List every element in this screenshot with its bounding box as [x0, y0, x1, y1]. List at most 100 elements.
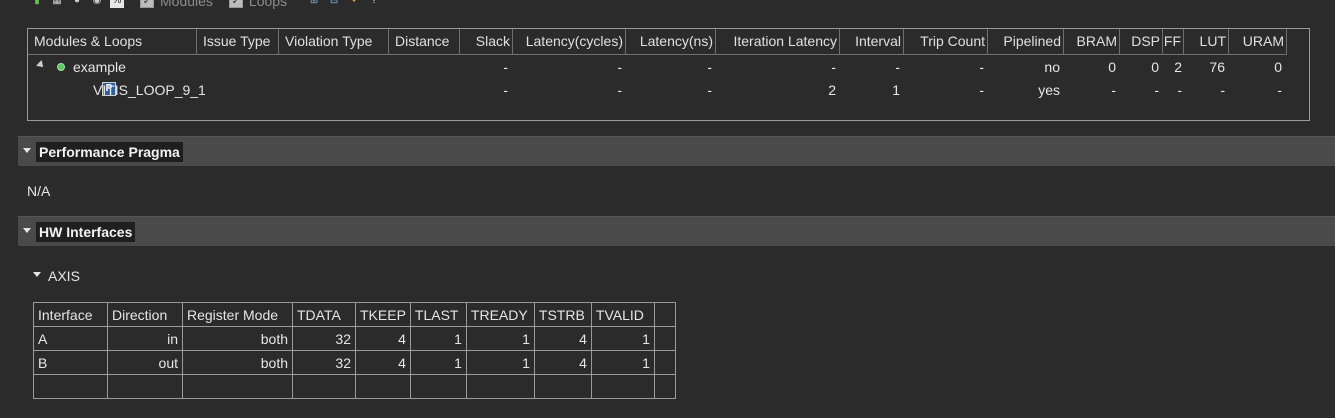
table-row[interactable]: example - - - - - - no 0 0 2 76 0 [28, 56, 1287, 78]
empty-cell [409, 374, 467, 399]
cell-register-mode: both [182, 350, 293, 375]
table-row[interactable]: B out both 32 4 1 1 4 1 [33, 350, 676, 375]
row-pipelined: yes [1038, 82, 1060, 98]
row-slack: - [503, 59, 508, 75]
empty-cell [355, 374, 411, 399]
collapse-arrow-icon[interactable] [23, 228, 31, 233]
hw-interfaces-title: HW Interfaces [36, 222, 136, 242]
filler-cell [653, 326, 676, 351]
header-distance[interactable]: Distance [389, 29, 460, 54]
row-trip-count: - [979, 82, 984, 98]
loops-checkbox[interactable]: ✓ [228, 0, 243, 8]
empty-cell [33, 374, 108, 399]
cell-interface: A [33, 326, 108, 351]
empty-cell [653, 374, 676, 399]
info-circle-icon[interactable]: ◉ [92, 0, 102, 6]
header-modules-loops[interactable]: Modules & Loops [28, 29, 197, 54]
row-latency-ns: - [707, 82, 712, 98]
table-header: Interface Direction Register Mode TDATA … [33, 302, 676, 327]
modules-checkbox[interactable]: ✓ [140, 0, 154, 8]
table-row[interactable]: P VITIS_LOOP_9_1 - - - 2 1 - yes - - - -… [28, 79, 1287, 101]
header-tkeep[interactable]: TKEEP [355, 302, 411, 327]
header-tstrb[interactable]: TSTRB [533, 302, 592, 327]
axis-subsection-title[interactable]: AXIS [48, 268, 80, 284]
cell-tstrb: 4 [533, 326, 592, 351]
header-interval[interactable]: Interval [840, 29, 904, 54]
cell-tready: 1 [465, 350, 535, 375]
collapse-all-icon[interactable]: ⊟ [329, 0, 339, 6]
highlight-icon[interactable]: ✦ [349, 0, 359, 6]
header-issue-type[interactable]: Issue Type [197, 29, 279, 54]
cell-tlast: 1 [409, 350, 467, 375]
cell-direction: out [107, 350, 183, 375]
row-dsp: 0 [1151, 59, 1159, 75]
expand-all-icon[interactable]: ⊞ [309, 0, 319, 6]
collapse-arrow-icon[interactable] [23, 148, 31, 153]
row-bram: 0 [1108, 59, 1116, 75]
cell-tlast: 1 [409, 326, 467, 351]
row-dsp: - [1154, 82, 1159, 98]
row-uram: - [1277, 82, 1282, 98]
tree-expand-icon[interactable] [36, 60, 46, 70]
pipeline-loop-icon: P [102, 82, 116, 96]
percent-icon[interactable]: % [110, 0, 124, 8]
header-latency-cycles[interactable]: Latency(cycles) [513, 29, 626, 54]
row-ff: - [1177, 82, 1182, 98]
header-ff[interactable]: FF [1163, 29, 1184, 54]
row-slack: - [503, 82, 508, 98]
header-tready[interactable]: TREADY [465, 302, 535, 327]
cell-tvalid: 1 [590, 326, 655, 351]
cell-tdata: 32 [292, 326, 356, 351]
cell-tkeep: 4 [355, 326, 411, 351]
row-latency-cycles: - [617, 82, 622, 98]
row-name: example [73, 59, 126, 75]
header-register-mode[interactable]: Register Mode [182, 302, 293, 327]
table-row[interactable]: A in both 32 4 1 1 4 1 [33, 326, 676, 351]
empty-cell [107, 374, 183, 399]
profile-icon[interactable]: ● [73, 0, 81, 6]
header-interface[interactable]: Interface [33, 302, 108, 327]
row-latency-ns: - [707, 59, 712, 75]
table-row-empty[interactable] [33, 374, 676, 399]
header-tvalid[interactable]: TVALID [590, 302, 655, 327]
header-pipelined[interactable]: Pipelined [988, 29, 1064, 54]
header-dsp[interactable]: DSP [1120, 29, 1163, 54]
schedule-icon[interactable]: ▦ [52, 0, 62, 6]
header-direction[interactable]: Direction [107, 302, 183, 327]
cell-tstrb: 4 [533, 350, 592, 375]
hw-interfaces-section-header[interactable]: HW Interfaces [18, 216, 1335, 246]
header-trip-count[interactable]: Trip Count [904, 29, 988, 54]
modules-loops-table: Modules & Loops Issue Type Violation Typ… [27, 28, 1310, 121]
module-icon [57, 63, 65, 71]
filler-cell [653, 350, 676, 375]
axis-interface-table: Interface Direction Register Mode TDATA … [33, 302, 676, 399]
help-icon[interactable]: ? [371, 0, 377, 6]
row-interval: 1 [892, 82, 900, 98]
table-header: Modules & Loops Issue Type Violation Typ… [28, 29, 1287, 55]
header-tdata[interactable]: TDATA [292, 302, 356, 327]
cell-register-mode: both [182, 326, 293, 351]
empty-cell [590, 374, 655, 399]
header-tlast[interactable]: TLAST [409, 302, 467, 327]
row-latency-cycles: - [617, 59, 622, 75]
cell-tkeep: 4 [355, 350, 411, 375]
row-iteration-latency: - [831, 59, 836, 75]
header-uram[interactable]: URAM [1229, 29, 1287, 54]
modules-label: Modules [160, 0, 213, 9]
header-iteration-latency[interactable]: Iteration Latency [716, 29, 840, 54]
empty-cell [533, 374, 592, 399]
row-trip-count: - [979, 59, 984, 75]
empty-cell [465, 374, 535, 399]
performance-pragma-section-header[interactable]: Performance Pragma [18, 136, 1335, 166]
header-latency-ns[interactable]: Latency(ns) [626, 29, 716, 54]
resource-icon[interactable]: ▮ [34, 0, 40, 6]
row-name: VITIS_LOOP_9_1 [93, 82, 206, 98]
header-bram[interactable]: BRAM [1064, 29, 1120, 54]
axis-collapse-arrow-icon[interactable] [33, 272, 41, 277]
header-lut[interactable]: LUT [1184, 29, 1229, 54]
row-bram: - [1111, 82, 1116, 98]
header-slack[interactable]: Slack [460, 29, 513, 54]
empty-cell [292, 374, 356, 399]
toolbar: ▮ ▦ ● ◉ % ✓ Modules ✓ Loops ⊞ ⊟ ✦ ? [30, 0, 381, 9]
header-violation-type[interactable]: Violation Type [279, 29, 389, 54]
